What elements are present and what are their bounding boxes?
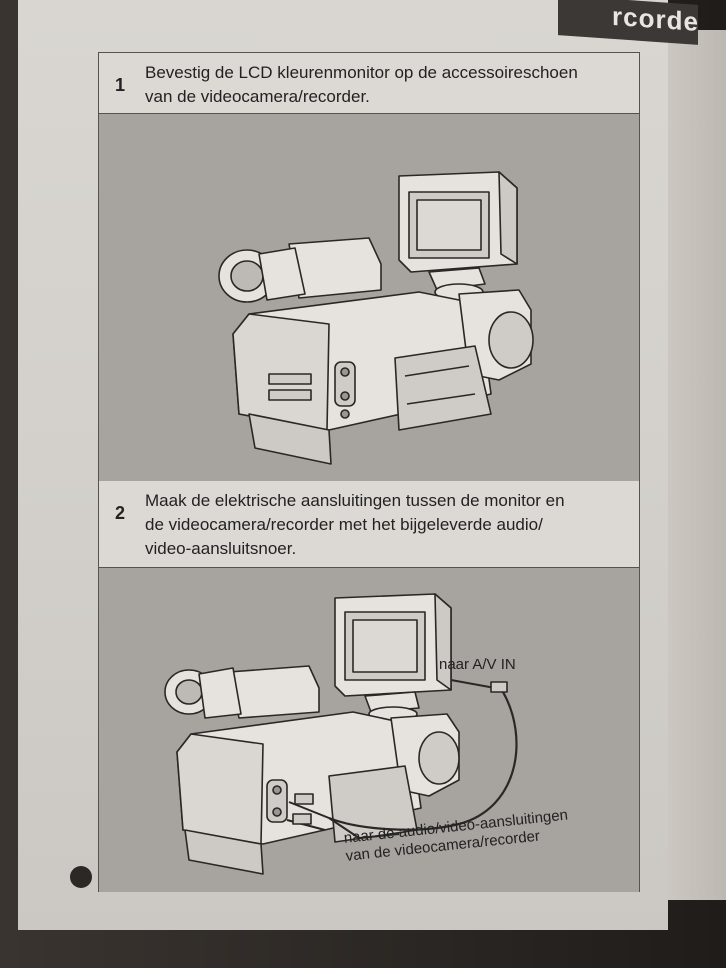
step-1-number: 1 [115,75,126,95]
connection-illustration [164,593,518,875]
page-marker-dot [70,866,92,888]
label-av-in: naar A/V IN [439,656,516,673]
illustration-connection-cable: naar A/V IN naar de audio/video-aansluit… [99,567,639,892]
step-2-line-2: de videocamera/recorder met het bijgelev… [145,515,543,534]
chapter-header-tab: rcorder [558,0,698,45]
illustration-camcorder-with-monitor [99,113,639,483]
manual-page: rcorder 1 Bevestig de LCD kleurenmonitor… [18,0,698,930]
step-2-number: 2 [115,503,126,523]
step-1: 1 Bevestig de LCD kleurenmonitor op de a… [99,53,639,113]
step-2-line-3: video-aansluitsnoer. [145,539,297,558]
instruction-frame: 1 Bevestig de LCD kleurenmonitor op de a… [98,52,640,892]
step-2-text: Maak de elektrische aansluitingen tussen… [145,489,631,561]
step-1-text: Bevestig de LCD kleurenmonitor op de acc… [145,61,645,109]
camcorder-illustration [218,171,534,465]
step-2: 2 Maak de elektrische aansluitingen tuss… [99,481,639,567]
step-2-line-1: Maak de elektrische aansluitingen tussen… [145,491,565,510]
step-1-line-2: van de videocamera/recorder. [145,87,370,106]
chapter-header-text: rcorder [612,0,698,38]
step-1-line-1: Bevestig de LCD kleurenmonitor op de acc… [145,63,578,82]
